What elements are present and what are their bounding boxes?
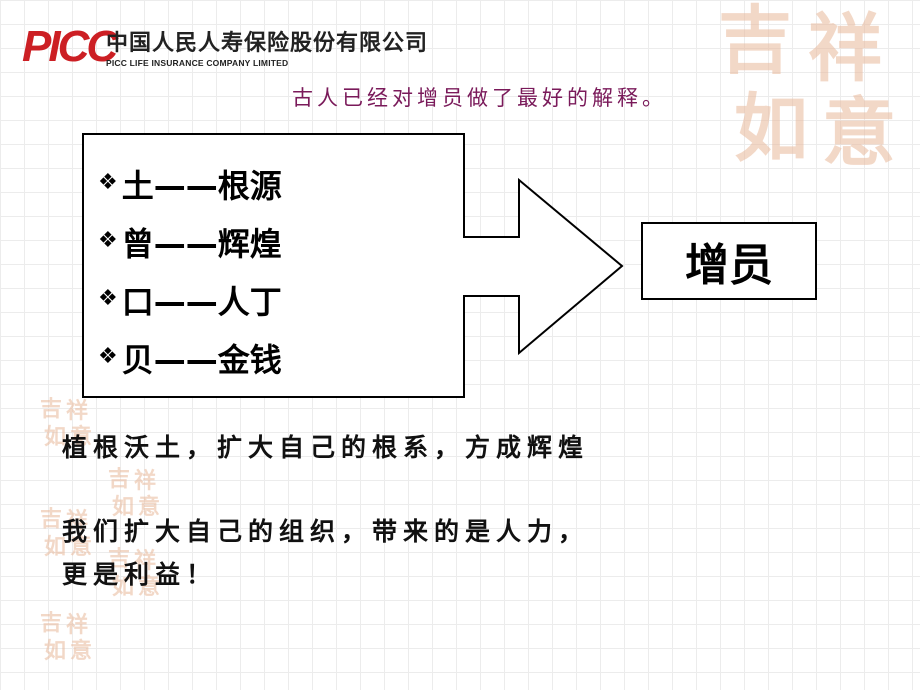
seal-char: 如: [44, 638, 67, 664]
seal-char: 吉: [718, 0, 792, 84]
list-item: ❖ 土——根源: [98, 155, 458, 213]
seal-char: 祥: [66, 508, 89, 534]
seal-char: 意: [138, 494, 161, 520]
list-item: ❖ 曾——辉煌: [98, 213, 458, 271]
slide-subtitle: 古人已经对增员做了最好的解释。: [292, 86, 667, 110]
paragraph-2-line-1: 我们扩大自己的组织，带来的是人力，: [62, 517, 590, 546]
seal-char: 祥: [134, 548, 157, 574]
paragraph-2-line-2: 更是利益！: [62, 560, 218, 589]
seal-char: 如: [44, 424, 67, 450]
paragraph-1: 植根沃土，扩大自己的根系，方成辉煌: [62, 433, 590, 462]
target-box: 增员: [641, 222, 817, 300]
seal-char: 吉: [40, 506, 63, 532]
seal-char: 吉: [108, 546, 131, 572]
small-seal-decoration: 吉 祥 如 意: [108, 468, 168, 528]
diamond-bullet-icon: ❖: [98, 343, 118, 369]
small-seal-decoration: 吉 祥 如 意: [40, 612, 100, 672]
list-item-text: 土——根源: [121, 167, 282, 205]
list-item: ❖ 贝——金钱: [98, 329, 458, 387]
list-item-text: 贝——金钱: [121, 341, 282, 379]
diamond-bullet-icon: ❖: [98, 227, 118, 253]
seal-char: 如: [734, 86, 808, 172]
seal-char: 意: [70, 424, 93, 450]
company-name-en: PICC LIFE INSURANCE COMPANY LIMITED: [106, 58, 289, 68]
seal-char: 祥: [808, 6, 882, 92]
seal-char: 如: [112, 574, 135, 600]
arrow-outline: [82, 133, 624, 398]
seal-char: 祥: [66, 612, 89, 638]
seal-char: 意: [70, 638, 93, 664]
company-logo: PICC 中国人民人寿保险股份有限公司 PICC LIFE INSURANCE …: [20, 22, 427, 74]
small-seal-decoration: 吉 祥 如 意: [40, 398, 100, 458]
company-name-cn: 中国人民人寿保险股份有限公司: [106, 31, 429, 56]
seal-char: 意: [822, 90, 896, 176]
small-seal-decoration: 吉 祥 如 意: [40, 508, 100, 568]
list-item-text: 曾——辉煌: [121, 225, 282, 263]
target-label: 增员: [685, 240, 773, 291]
list-item: ❖ 口——人丁: [98, 271, 458, 329]
small-seal-decoration: 吉 祥 如 意: [108, 548, 168, 608]
seal-char: 意: [70, 534, 93, 560]
auspicious-seal-decoration: 吉 祥 如 意: [712, 0, 920, 190]
diamond-bullet-icon: ❖: [98, 169, 118, 195]
character-explanation-list: ❖ 土——根源 ❖ 曾——辉煌 ❖ 口——人丁 ❖ 贝——金钱: [98, 155, 458, 387]
seal-char: 祥: [134, 468, 157, 494]
seal-char: 如: [112, 494, 135, 520]
diamond-bullet-icon: ❖: [98, 285, 118, 311]
seal-char: 如: [44, 534, 67, 560]
seal-char: 意: [138, 574, 161, 600]
seal-char: 吉: [40, 396, 63, 422]
picc-logo-mark: PICC: [22, 22, 118, 71]
seal-char: 吉: [108, 466, 131, 492]
seal-char: 祥: [66, 398, 89, 424]
seal-char: 吉: [40, 610, 63, 636]
list-item-text: 口——人丁: [121, 283, 282, 321]
